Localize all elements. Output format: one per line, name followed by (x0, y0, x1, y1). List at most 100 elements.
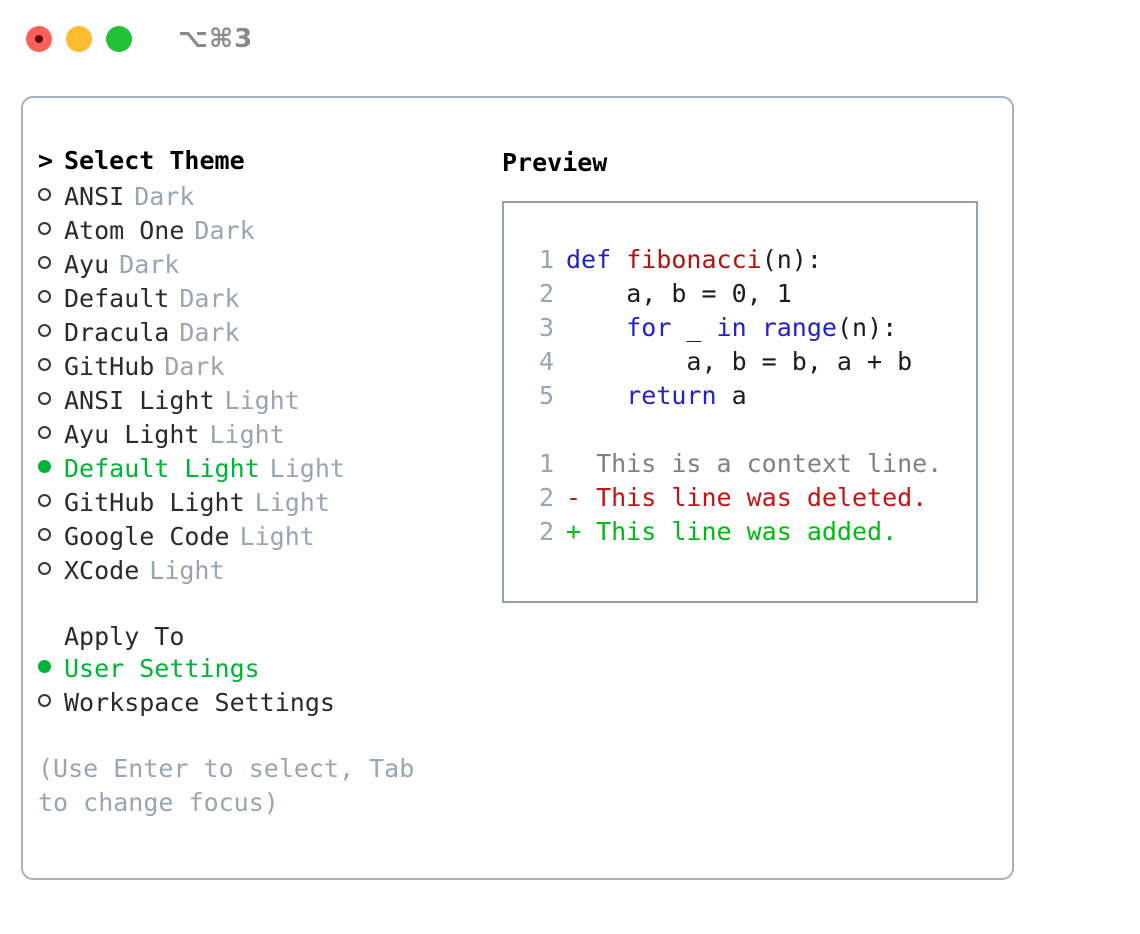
diff-line-text: - This line was deleted. (566, 483, 928, 512)
code-line-text: a, b = b, a + b (566, 345, 912, 379)
code-token-kw: range (761, 313, 837, 342)
code-line: 4 a, b = b, a + b (522, 345, 976, 379)
code-token-kw: return (626, 381, 717, 410)
theme-option-label: Default (64, 284, 170, 313)
theme-option-tag: Light (209, 420, 285, 449)
radio-dot (38, 660, 51, 673)
radio-dot (38, 290, 51, 303)
radio-dot (38, 528, 51, 541)
radio-unselected-icon (38, 286, 64, 311)
theme-option-label: GitHub Light (64, 488, 245, 517)
title-bar: ⌥⌘3 (0, 0, 1140, 78)
theme-option-tag: Dark (119, 250, 180, 279)
theme-option-label: Atom One (64, 216, 185, 245)
apply-to-option-label: User Settings (64, 654, 260, 683)
radio-unselected-icon (38, 690, 64, 715)
radio-unselected-icon (38, 252, 64, 277)
theme-option-github[interactable]: GitHub Dark (38, 352, 478, 386)
code-token-fn: fibonacci (626, 245, 762, 274)
code-spacer (522, 413, 976, 447)
code-token-kw: in (716, 313, 747, 342)
theme-option-github-light[interactable]: GitHub Light Light (38, 488, 478, 522)
theme-option-label: Default Light (64, 454, 260, 483)
line-number: 3 (538, 313, 554, 342)
theme-option-tag: Dark (164, 352, 225, 381)
code-token-plain: (n): (836, 313, 898, 342)
apply-to-heading: Apply To (64, 622, 185, 651)
theme-option-label: Ayu (64, 250, 110, 279)
radio-dot (38, 694, 51, 707)
close-button[interactable] (26, 26, 52, 52)
code-token-plain: a, b = 0, 1 (566, 279, 792, 308)
apply-to-option-user-settings[interactable]: User Settings (38, 654, 478, 688)
radio-dot (38, 460, 51, 473)
code-token-kw: def (566, 245, 627, 274)
keyboard-shortcut-label: ⌥⌘3 (178, 24, 254, 54)
radio-unselected-icon (38, 388, 64, 413)
radio-dot (38, 324, 51, 337)
minimize-button[interactable] (66, 26, 92, 52)
radio-unselected-icon (38, 524, 64, 549)
code-line-text: a, b = 0, 1 (566, 277, 792, 311)
diff-line-del: 2 - This line was deleted. (522, 481, 976, 515)
line-number: 4 (538, 347, 554, 376)
apply-to-option-workspace-settings[interactable]: Workspace Settings (38, 688, 478, 722)
code-token-plain (747, 313, 762, 342)
preview-heading: Preview (502, 148, 608, 177)
theme-option-tag: Dark (179, 284, 240, 313)
radio-unselected-icon (38, 184, 64, 209)
code-line-text: def fibonacci(n): (566, 243, 822, 277)
theme-option-tag: Light (254, 488, 330, 517)
diff-line-text: This is a context line. (566, 449, 943, 478)
theme-option-google-code[interactable]: Google Code Light (38, 522, 478, 556)
radio-unselected-icon (38, 422, 64, 447)
code-line: 3 for _ in range(n): (522, 311, 976, 345)
theme-option-label: XCode (64, 556, 140, 585)
apply-to-option-label: Workspace Settings (64, 688, 335, 717)
radio-dot (38, 358, 51, 371)
theme-option-tag: Light (239, 522, 315, 551)
code-line-text: return a (566, 379, 747, 413)
code-token-plain: a, b = b, a + b (566, 347, 913, 376)
theme-option-label: GitHub (64, 352, 155, 381)
prompt-caret-icon: > (38, 146, 54, 175)
theme-option-ayu[interactable]: Ayu Dark (38, 250, 478, 284)
radio-dot (38, 222, 51, 235)
diff-line-add: 2+ This line was added. (522, 515, 976, 549)
radio-unselected-icon (38, 558, 64, 583)
theme-option-label: Ayu Light (64, 420, 200, 449)
code-token-plain: a (716, 381, 747, 410)
zoom-button[interactable] (106, 26, 132, 52)
theme-option-tag: Dark (179, 318, 240, 347)
line-number: 2 (538, 517, 554, 546)
theme-option-ayu-light[interactable]: Ayu Light Light (38, 420, 478, 454)
radio-dot (38, 392, 51, 405)
radio-selected-icon (38, 656, 64, 681)
theme-option-label: Google Code (64, 522, 230, 551)
line-number: 2 (538, 483, 554, 512)
line-number: 1 (538, 449, 554, 478)
radio-selected-icon (38, 456, 64, 481)
code-token-kw: for (626, 313, 672, 342)
diff-line-context: 1 This is a context line. (522, 447, 976, 481)
radio-dot (38, 256, 51, 269)
radio-dot (38, 494, 51, 507)
code-token-plain: (n): (761, 245, 822, 274)
theme-option-label: ANSI Light (64, 386, 215, 415)
theme-option-tag: Dark (134, 182, 195, 211)
radio-unselected-icon (38, 490, 64, 515)
code-token-plain (566, 381, 626, 410)
theme-option-default[interactable]: Default Dark (38, 284, 478, 318)
radio-dot (38, 426, 51, 439)
